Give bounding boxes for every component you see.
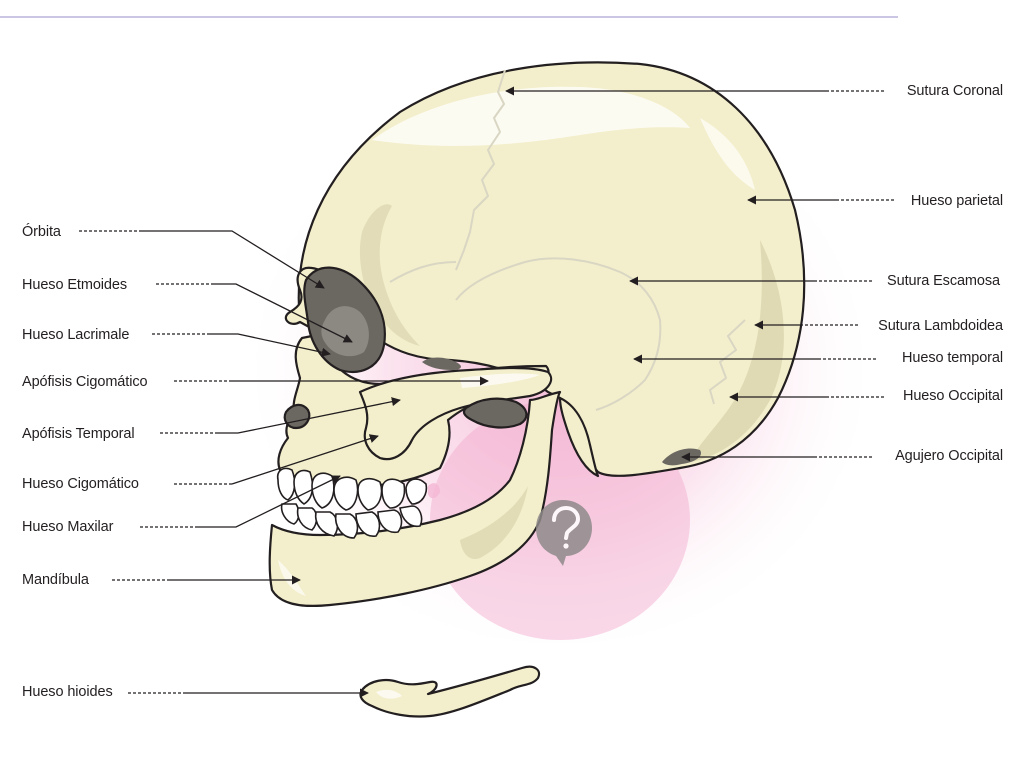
leader-cigomatico <box>231 434 379 485</box>
leader-apofisis-temporal <box>218 397 401 434</box>
lambdoid-suture-line <box>709 319 746 405</box>
coronal-suture-line <box>455 69 506 271</box>
cranium-highlight <box>372 86 690 146</box>
labels-right: Sutura Coronal Hueso parietal Sutura Esc… <box>505 83 1004 464</box>
hyoid-highlight <box>376 689 402 699</box>
leader-maxilar <box>198 475 341 528</box>
hyoid-bone <box>359 665 541 718</box>
label-sutura-lambdoidea: Sutura Lambdoidea <box>878 318 1004 334</box>
mandible-shade <box>460 486 528 560</box>
teeth <box>276 467 428 539</box>
cranium <box>297 61 806 477</box>
label-lacrimale: Hueso Lacrimale <box>22 327 129 343</box>
infratemporal-fossa <box>462 397 528 429</box>
leader-etmoides <box>214 283 353 343</box>
occipital-shade <box>690 240 784 462</box>
label-parietal: Hueso parietal <box>911 193 1003 209</box>
leader-lacrimale <box>210 333 331 357</box>
orbit-inner <box>321 306 369 357</box>
question-mark-icon <box>536 500 592 566</box>
label-orbita: Órbita <box>22 223 62 240</box>
nasal-cavity <box>283 403 311 430</box>
label-mandibula: Mandíbula <box>22 572 90 588</box>
temporal-fossa <box>422 357 461 370</box>
leader-orbita <box>140 230 325 289</box>
labels-left: Órbita Hueso Etmoides Hueso Lacrimale Ap… <box>22 223 489 700</box>
gum <box>428 483 440 499</box>
label-cigomatico: Hueso Cigomático <box>22 476 139 492</box>
label-apofisis-temporal: Apófisis Temporal <box>22 426 134 442</box>
label-sutura-escamosa: Sutura Escamosa <box>887 273 1001 289</box>
label-apofisis-cigomatico: Apófisis Cigomático <box>22 374 147 390</box>
label-etmoides: Hueso Etmoides <box>22 277 127 293</box>
cranium-highlight-right <box>700 118 755 190</box>
label-hioides: Hueso hioides <box>22 684 113 700</box>
label-sutura-coronal: Sutura Coronal <box>907 83 1003 99</box>
squamous-suture-line <box>455 257 662 411</box>
temple-shade <box>359 204 420 346</box>
label-occipital: Hueso Occipital <box>903 388 1003 404</box>
mastoid-process <box>558 396 600 478</box>
label-maxilar: Hueso Maxilar <box>22 519 114 535</box>
label-agujero-occipital: Agujero Occipital <box>895 448 1003 464</box>
label-temporal: Hueso temporal <box>902 350 1003 366</box>
